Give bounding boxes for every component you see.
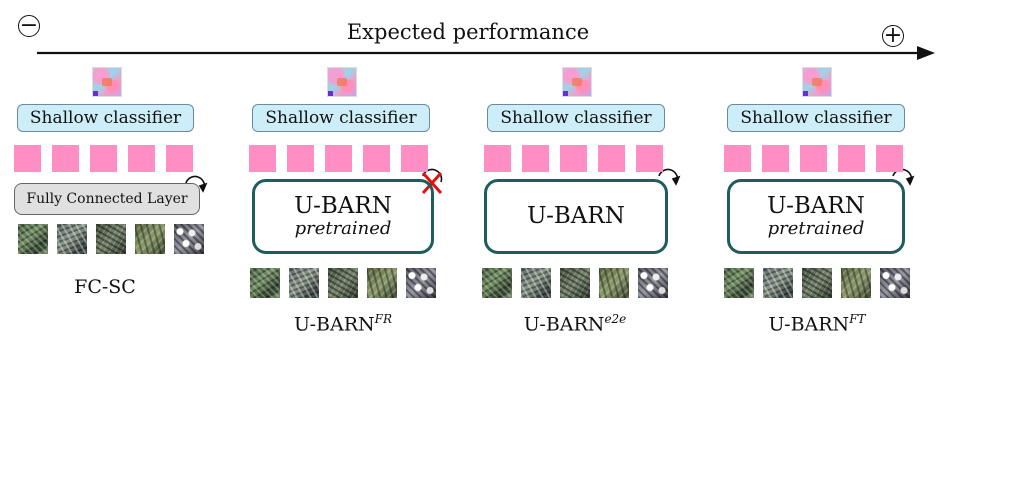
output-map-thumbnail	[92, 67, 122, 97]
embedding-square	[838, 145, 865, 172]
rotate-icon-ubarn-ft	[892, 168, 915, 186]
panel-label-ubarn-fr: U-BARNFR	[268, 312, 418, 335]
image-patch	[880, 268, 910, 298]
embedding-square	[52, 145, 79, 172]
embedding-square	[876, 145, 903, 172]
shallow-classifier-box: Shallow classifier	[252, 104, 430, 132]
embedding-square	[762, 145, 789, 172]
shallow-classifier-box: Shallow classifier	[17, 104, 194, 132]
embedding-square	[128, 145, 155, 172]
image-patch	[841, 268, 871, 298]
shallow-classifier-box: Shallow classifier	[487, 104, 665, 132]
panel-superscript: FR	[374, 312, 393, 326]
image-patch	[174, 224, 204, 254]
panel-name: FC-SC	[74, 276, 136, 298]
rotate-icon-fcsc	[185, 175, 208, 193]
output-map-thumbnail	[802, 67, 832, 97]
image-patch	[289, 268, 319, 298]
image-patch	[521, 268, 551, 298]
panel-label-ubarn-ft: U-BARNFT	[742, 312, 892, 335]
image-patch	[328, 268, 358, 298]
ubarn-encoder-box: U-BARN	[484, 179, 668, 254]
encoder-name: U-BARN	[767, 192, 865, 219]
fully-connected-layer-box: Fully Connected Layer	[14, 183, 200, 215]
embedding-square	[800, 145, 827, 172]
panel-name: U-BARN	[523, 313, 605, 336]
embedding-square	[484, 145, 511, 172]
ubarn-encoder-box: U-BARN pretrained	[727, 179, 905, 254]
image-patch	[560, 268, 590, 298]
embedding-square	[287, 145, 314, 172]
image-patch	[96, 224, 126, 254]
image-patch	[802, 268, 832, 298]
embedding-square	[14, 145, 41, 172]
image-patch	[367, 268, 397, 298]
image-patch	[482, 268, 512, 298]
image-patch	[638, 268, 668, 298]
encoder-subtitle: pretrained	[294, 217, 392, 239]
panel-label-ubarn-e2e: U-BARNe2e	[500, 312, 650, 335]
image-patch	[57, 224, 87, 254]
embedding-square	[522, 145, 549, 172]
panel-name: U-BARN	[293, 313, 375, 336]
encoder-name: U-BARN	[527, 203, 625, 230]
embedding-square	[363, 145, 390, 172]
performance-arrow-head	[917, 46, 935, 60]
embedding-square	[90, 145, 117, 172]
axis-title: Expected performance	[346, 20, 590, 44]
embedding-square	[560, 145, 587, 172]
embedding-square	[401, 145, 428, 172]
embedding-square	[325, 145, 352, 172]
output-map-thumbnail	[327, 67, 357, 97]
image-patch	[763, 268, 793, 298]
plus-symbol: +	[883, 23, 903, 48]
encoder-name: U-BARN	[294, 192, 392, 219]
image-patch	[250, 268, 280, 298]
ubarn-encoder-box: U-BARN pretrained	[252, 179, 434, 254]
shallow-classifier-box: Shallow classifier	[727, 104, 905, 132]
embedding-square	[598, 145, 625, 172]
image-patch	[135, 224, 165, 254]
image-patch	[18, 224, 48, 254]
image-patch	[724, 268, 754, 298]
panel-superscript: e2e	[604, 312, 627, 326]
plus-icon: +	[882, 25, 904, 47]
encoder-subtitle: pretrained	[767, 217, 865, 239]
embedding-square	[724, 145, 751, 172]
panel-label-fc-sc: FC-SC	[30, 276, 180, 298]
embedding-square	[166, 145, 193, 172]
embedding-square	[249, 145, 276, 172]
panel-superscript: FT	[849, 312, 866, 326]
minus-symbol: −	[19, 13, 39, 38]
panel-name: U-BARN	[768, 313, 850, 336]
output-map-thumbnail	[562, 67, 592, 97]
image-patch	[406, 268, 436, 298]
embedding-square	[636, 145, 663, 172]
image-patch	[599, 268, 629, 298]
rotate-icon-ubarn-e2e	[658, 168, 681, 186]
minus-icon: −	[18, 15, 40, 37]
